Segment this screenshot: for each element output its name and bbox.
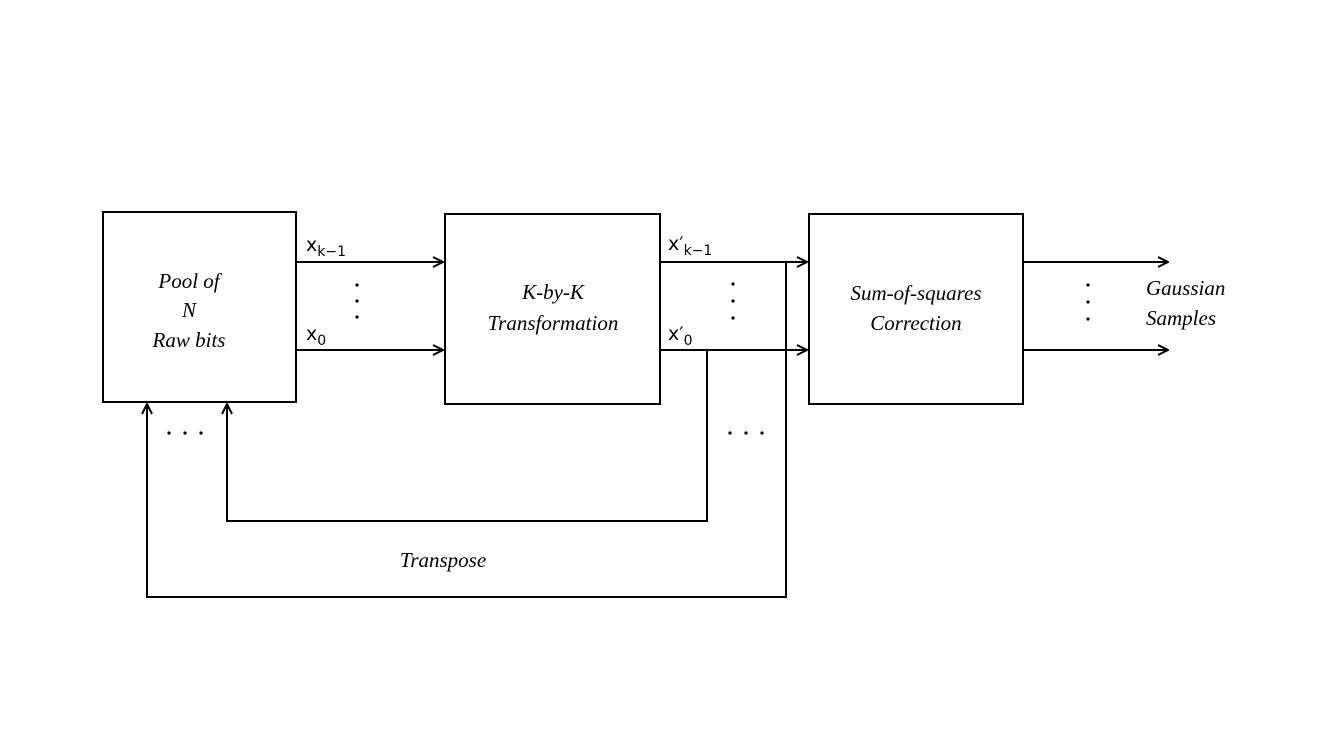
- vertical-ellipsis-1: [355, 283, 359, 319]
- feedback-path-outer: [147, 262, 787, 598]
- correction-block: [808, 213, 1024, 405]
- horizontal-ellipsis-2: [728, 431, 764, 435]
- signal-label-x-prime-k-minus-1: x′k−1: [668, 233, 712, 259]
- output-label-line1: Gaussian: [1146, 276, 1225, 300]
- output-label-line2: Samples: [1146, 306, 1216, 330]
- horizontal-ellipsis-1: [167, 431, 203, 435]
- transform-label-line2: Transformation: [488, 311, 619, 335]
- vertical-ellipsis-3: [1086, 283, 1090, 321]
- signal-label-x-k-minus-1: xk−1: [306, 234, 346, 260]
- signal-label-x-0: x0: [306, 323, 326, 349]
- signal-label-x-prime-0: x′0: [668, 323, 692, 349]
- pool-block: [102, 211, 297, 403]
- vertical-ellipsis-2: [731, 282, 735, 320]
- pool-label-line2: N: [181, 298, 197, 322]
- transform-block: [444, 213, 661, 405]
- transform-label-line1: K-by-K: [521, 280, 585, 304]
- correction-label-line2: Correction: [870, 311, 961, 335]
- pool-label-line1: Pool of: [157, 269, 222, 293]
- pool-label-line3: Raw bits: [152, 328, 226, 352]
- feedback-label: Transpose: [400, 548, 486, 572]
- correction-label-line1: Sum-of-squares: [850, 281, 981, 305]
- feedback-path-inner: [227, 350, 708, 522]
